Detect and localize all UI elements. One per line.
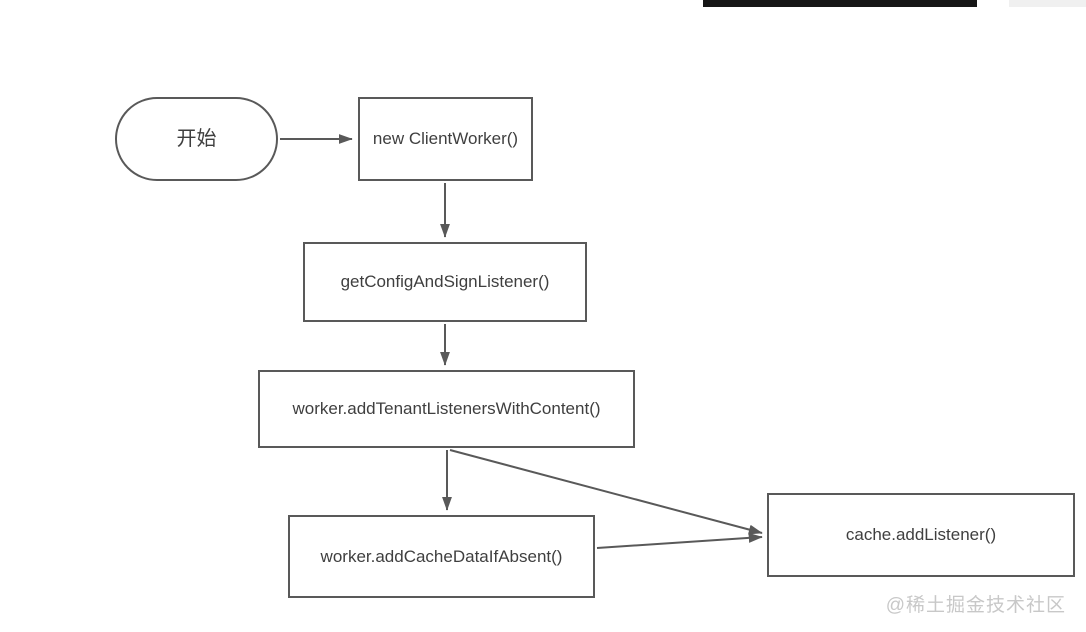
node-new-clientworker: new ClientWorker() (358, 97, 533, 181)
node-start: 开始 (115, 97, 278, 181)
watermark: @稀土掘金技术社区 (885, 595, 1066, 616)
node-add-cache-label: worker.addCacheDataIfAbsent() (320, 546, 563, 566)
top-bar-dark (703, 0, 977, 7)
node-cache-add-listener: cache.addListener() (767, 493, 1075, 577)
node-get-config-label: getConfigAndSignListener() (340, 272, 550, 292)
node-add-tenant-label: worker.addTenantListenersWithContent() (292, 399, 601, 419)
top-bar-light (1009, 0, 1086, 7)
edge-addtenant-to-cachelistener (449, 449, 763, 535)
node-get-config-and-sign-listener: getConfigAndSignListener() (303, 242, 587, 322)
edge-addcache-to-cachelistener (596, 532, 763, 549)
node-add-tenant-listeners: worker.addTenantListenersWithContent() (258, 370, 635, 448)
node-new-clientworker-label: new ClientWorker() (372, 129, 519, 149)
node-start-label: 开始 (176, 127, 217, 150)
node-cache-listener-label: cache.addListener() (845, 525, 997, 545)
node-add-cache-data-if-absent: worker.addCacheDataIfAbsent() (288, 515, 595, 598)
